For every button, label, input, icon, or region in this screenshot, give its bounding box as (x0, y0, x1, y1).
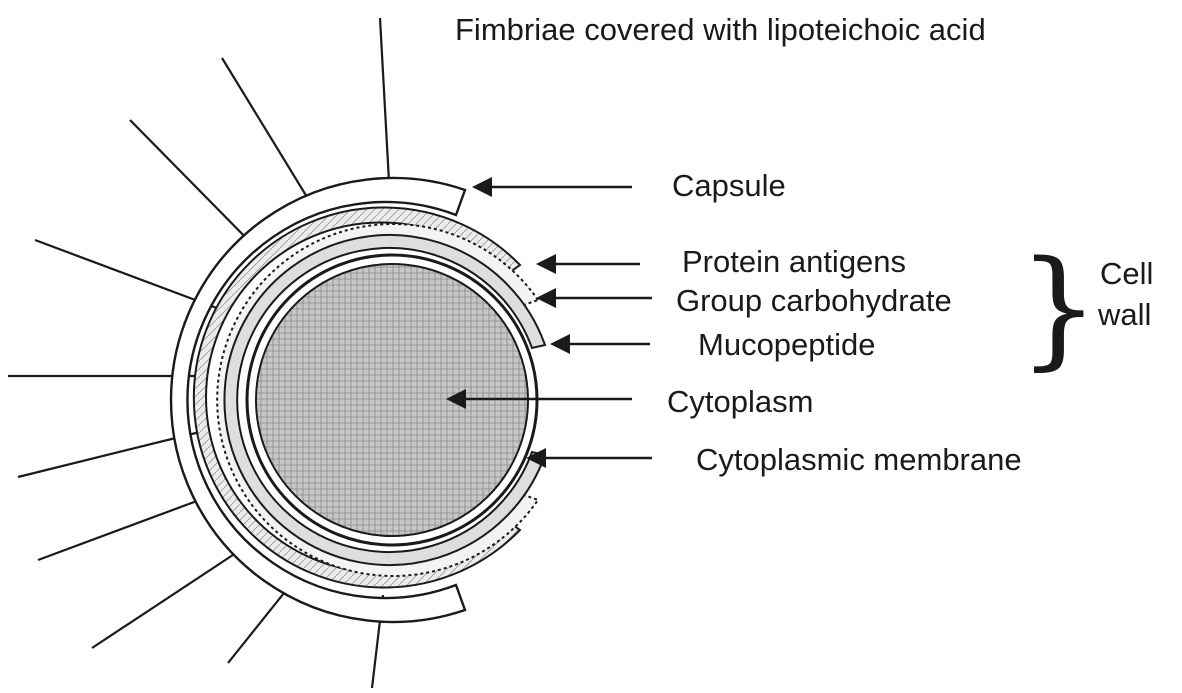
protein-antigens-label: Protein antigens (682, 244, 906, 279)
fimbria-7 (38, 495, 213, 560)
fimbria-1 (380, 18, 390, 200)
fimbria-2 (222, 58, 318, 215)
cell-wall-brace: } (1018, 234, 1099, 383)
mucopeptide-arrowhead (550, 334, 570, 354)
cytoplasm-label: Cytoplasm (667, 384, 813, 419)
protein-antigens-arrowhead (536, 254, 556, 274)
capsule-label: Capsule (672, 168, 786, 203)
cell-wall-label-line2: wall (1097, 297, 1151, 332)
title-label: Fimbriae covered with lipoteichoic acid (455, 12, 986, 47)
fimbria-3 (130, 120, 258, 250)
fimbria-6 (18, 432, 200, 477)
capsule-arrowhead (472, 177, 492, 197)
group-carbohydrate-label: Group carbohydrate (676, 283, 952, 318)
mucopeptide-label: Mucopeptide (698, 327, 876, 362)
cytoplasmic-membrane-label: Cytoplasmic membrane (696, 442, 1022, 477)
fimbria-8 (92, 545, 248, 648)
group-carbohydrate-arrowhead (536, 288, 556, 308)
cell-wall-label-line1: Cell (1100, 256, 1153, 291)
